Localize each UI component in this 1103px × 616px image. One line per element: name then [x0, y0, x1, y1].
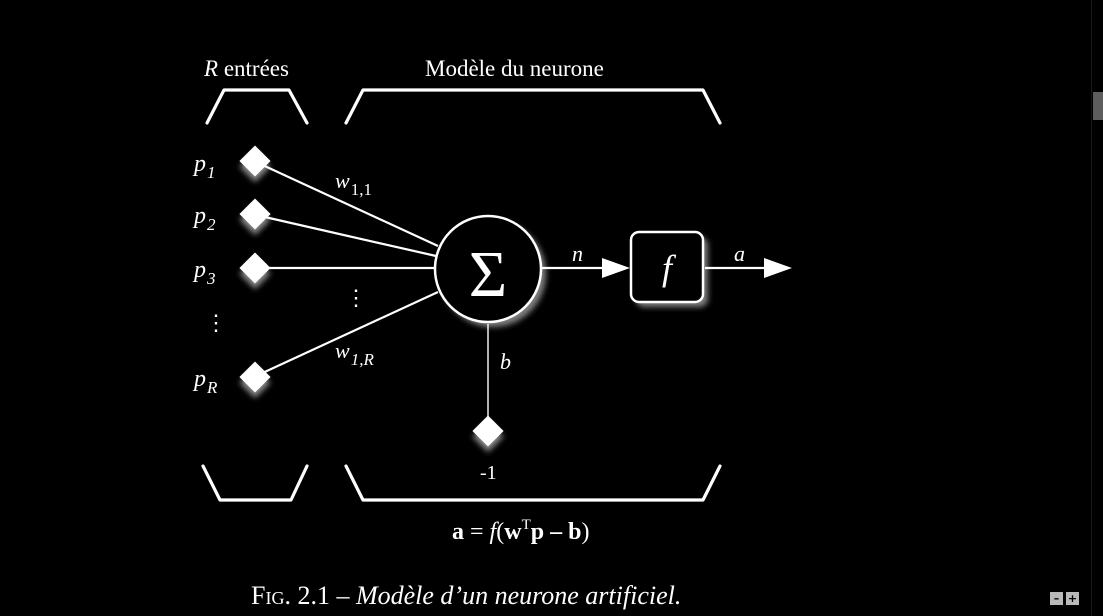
weight-line-2 [255, 213, 437, 258]
zoom-controls: – + [1050, 592, 1079, 605]
zoom-in-button[interactable]: + [1066, 592, 1079, 605]
input-label-r: pR [192, 366, 218, 397]
scrollbar-thumb[interactable] [1093, 92, 1103, 120]
caption-label: Fig. 2.1 [251, 581, 330, 610]
input-node-r [239, 361, 271, 399]
figure-caption: Fig. 2.1 – Modèle d’un neurone artificie… [251, 581, 681, 611]
inputs-vdots: ⋮ [205, 310, 227, 335]
model-top-bracket [344, 88, 722, 125]
inputs-top-bracket [205, 88, 309, 125]
bias-label: b [500, 349, 511, 374]
model-bottom-bracket [344, 464, 722, 502]
weight-line-r [255, 291, 439, 377]
input-node-1 [239, 145, 271, 183]
bias-node [472, 415, 504, 453]
zoom-out-button[interactable]: – [1050, 592, 1063, 605]
model-label: Modèle du neurone [425, 56, 604, 81]
input-node-2 [239, 198, 271, 236]
input-node-3 [239, 252, 271, 290]
inputs-bottom-bracket [201, 464, 309, 502]
weight-label-last: w1,R [335, 338, 374, 369]
weights-vdots: ⋮ [345, 285, 367, 310]
inputs-label: R entrées [203, 56, 289, 81]
weight-label-first: w1,1 [335, 168, 372, 199]
n-label: n [572, 241, 583, 266]
neuron-equation: a = f(wTp – b) [452, 517, 589, 545]
bias-input-label: -1 [480, 462, 497, 484]
sum-symbol: Σ [469, 238, 507, 311]
caption-text: Modèle d’un neurone artificiel. [355, 581, 682, 610]
caption-dash: – [329, 581, 356, 610]
arrow-a-head [764, 258, 792, 278]
vertical-scrollbar[interactable] [1091, 0, 1103, 616]
input-label-2: p2 [192, 203, 216, 234]
output-label: a [734, 241, 745, 266]
input-label-3: p3 [192, 257, 216, 288]
input-label-1: p1 [192, 151, 216, 182]
transfer-function-box [629, 230, 705, 304]
weight-line-1 [255, 161, 439, 247]
arrow-n-head [602, 258, 630, 278]
